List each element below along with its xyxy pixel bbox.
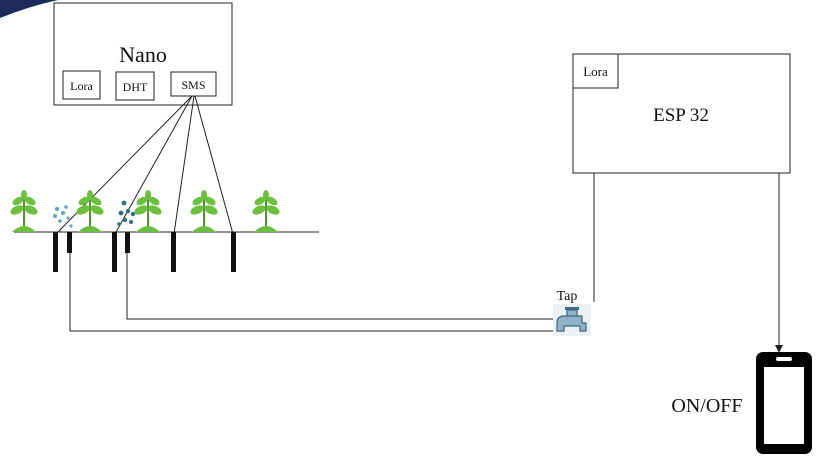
tap-group: Tap	[553, 289, 591, 336]
nano-title: Nano	[119, 42, 167, 67]
dht-module: DHT	[115, 71, 155, 101]
esp-lora-module: Lora	[572, 53, 619, 89]
soil-probes	[53, 232, 236, 272]
water-pipe	[69, 253, 556, 332]
nano-lora-module: Lora	[62, 70, 101, 100]
sms-label: SMS	[181, 78, 205, 92]
seedling-icon	[10, 190, 38, 232]
sensor-wire	[55, 95, 193, 235]
seedling-icon	[190, 190, 218, 232]
sms-module: SMS	[170, 71, 217, 97]
soil-probe	[112, 232, 117, 272]
drip-pipe-outlet	[67, 232, 72, 253]
corner-accent-shape	[0, 0, 58, 18]
esp-lora-label: Lora	[583, 64, 608, 79]
seedling-icon	[76, 190, 104, 232]
esp32-title: ESP 32	[653, 105, 709, 126]
drip-pipe-outlet	[125, 232, 130, 253]
phone-group: ON/OFF	[671, 352, 812, 454]
seedling-icon	[252, 190, 280, 232]
soil-probe	[53, 232, 58, 272]
nano-lora-label: Lora	[70, 79, 93, 93]
sensor-wire	[194, 95, 234, 235]
water-droplets-icon	[53, 205, 73, 228]
soil-probe	[231, 232, 236, 272]
phone-label: ON/OFF	[671, 395, 742, 417]
sensor-wire	[173, 95, 195, 235]
soil-probe	[171, 232, 176, 272]
water-pipes	[69, 253, 556, 332]
seedling-icon	[134, 190, 162, 232]
faucet-icon	[553, 304, 591, 336]
water-droplets-icon	[117, 200, 136, 226]
tap-label: Tap	[557, 289, 578, 304]
esp32-box: Lora ESP 32	[572, 53, 791, 174]
water-pipe	[126, 253, 556, 320]
plants	[10, 190, 280, 232]
smartphone-icon	[756, 352, 812, 454]
dht-label: DHT	[123, 80, 148, 94]
nano-box: Nano Lora DHT SMS	[53, 2, 233, 106]
